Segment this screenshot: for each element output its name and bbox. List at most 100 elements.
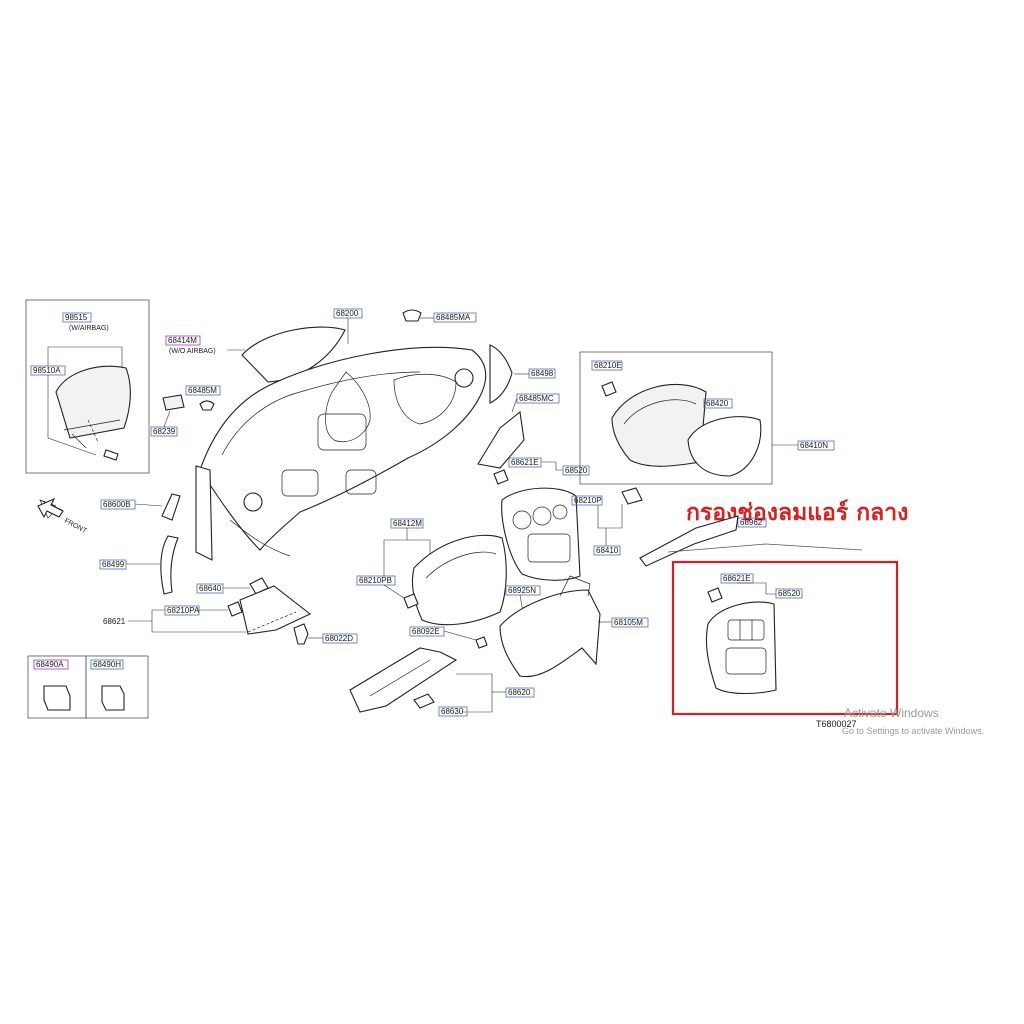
front-arrow-icon [37, 497, 64, 519]
bracket-shape [161, 493, 181, 521]
cluster-knob-outline [532, 506, 552, 526]
bracket-shape [477, 410, 525, 469]
part-label-68490A: 68490A [36, 660, 64, 669]
part-label-68200: 68200 [336, 309, 359, 318]
cluster-knob-outline [512, 510, 532, 530]
dashboard-assembly [195, 326, 487, 561]
lower-contour [229, 519, 291, 557]
part-label-68621E-center: 68621E [511, 458, 539, 467]
label-box [62, 312, 92, 323]
highlight-frame [671, 560, 899, 716]
note-without-airbag: (W/O AIRBAG) [169, 348, 216, 355]
glovebox-shape [239, 585, 312, 635]
airbag-detail-shape [63, 419, 121, 449]
cluster-knob-outline [552, 504, 568, 520]
clip-shape [475, 636, 488, 649]
clip-shape [601, 381, 617, 397]
part-label-68410N: 68410N [800, 441, 828, 450]
part-label-68621: 68621 [103, 617, 126, 626]
label-box [90, 659, 124, 670]
lid-shape [413, 693, 435, 709]
vent-opening-outline [281, 469, 319, 497]
trim-strip-shape [639, 515, 739, 567]
part-label-68600B: 68600B [103, 500, 131, 509]
clip-block-shape [43, 685, 71, 711]
front-direction-label: FRONT [63, 518, 88, 536]
leader-line [128, 620, 246, 633]
part-label-68485M: 68485M [188, 386, 217, 395]
leader-line [383, 528, 408, 576]
label-box [508, 457, 542, 468]
cluster-screen-outline [527, 533, 571, 563]
label-box [164, 605, 200, 616]
label-box [409, 626, 445, 637]
airbag-detail-shape [87, 419, 99, 443]
clip-shape [199, 400, 215, 411]
clip-inset-h-frame [85, 655, 149, 719]
lower-tray-shape [349, 647, 458, 713]
label-box [356, 575, 396, 586]
part-label-68022D: 68022D [325, 634, 353, 643]
side-vent-round [454, 368, 474, 388]
part-label-68210E-top: 68210E [594, 361, 622, 370]
gauge-inset-frame [579, 351, 773, 485]
meter-hood-shape [611, 384, 707, 467]
part-label-68210PB: 68210PB [359, 576, 392, 585]
clip-inset-h: 68490H [85, 655, 149, 719]
part-label-68410: 68410 [596, 546, 619, 555]
leader-line [407, 539, 431, 556]
leader-line [151, 609, 165, 621]
dashboard-body-shape [199, 346, 487, 551]
lower-panel-shape [411, 534, 507, 626]
clip-shape [402, 309, 422, 322]
center-screen-outline [725, 647, 767, 675]
label-box [433, 312, 477, 323]
note-with-airbag: (W/AIRBAG) [69, 325, 109, 332]
leader-line [163, 410, 171, 428]
label-box [505, 687, 535, 698]
label-box [562, 465, 590, 476]
vent-cluster-outline [325, 371, 371, 443]
pad-shape [162, 394, 185, 411]
bolt-shape [103, 449, 119, 461]
label-box [100, 499, 136, 510]
part-label-68499: 68499 [102, 560, 125, 569]
part-label-68620: 68620 [508, 688, 531, 697]
label-box [438, 706, 468, 717]
label-box [99, 559, 127, 570]
clip-shape [621, 487, 643, 505]
leader-line [47, 346, 123, 370]
clip-block-shape [101, 685, 125, 711]
label-box [528, 368, 556, 379]
part-label-68630: 68630 [441, 707, 464, 716]
part-label-68210PA: 68210PA [167, 606, 200, 615]
bolt-shape [293, 623, 309, 645]
side-cover-shape [489, 344, 513, 404]
label-box [703, 398, 733, 409]
label-box [737, 517, 767, 528]
part-label-68105M: 68105M [614, 618, 643, 627]
part-label-68485MA: 68485MA [436, 313, 471, 322]
label-box [33, 659, 69, 670]
part-label-68640: 68640 [199, 584, 222, 593]
clip-shape [707, 587, 723, 603]
leader-line [606, 504, 623, 529]
inset-pointer-line [667, 543, 767, 553]
glovebox-detail [247, 611, 297, 633]
side-vent-round [243, 492, 263, 512]
airbag-module-shape [55, 365, 131, 439]
gauge-opening-outline [393, 373, 457, 425]
highlight-inset: 68621E 68520 [667, 543, 899, 716]
part-label-68239: 68239 [153, 427, 176, 436]
label-box [165, 335, 201, 346]
drawing-code: T6800027 [816, 719, 857, 729]
part-label-98510A: 98510A [33, 366, 61, 375]
label-box [775, 588, 803, 599]
left-end-panel-shape [195, 465, 213, 561]
dashboard-contour [221, 371, 421, 456]
vent-opening-outline [345, 469, 377, 495]
console-shape [499, 589, 601, 678]
clip-inset-a: 68490A [27, 655, 87, 719]
